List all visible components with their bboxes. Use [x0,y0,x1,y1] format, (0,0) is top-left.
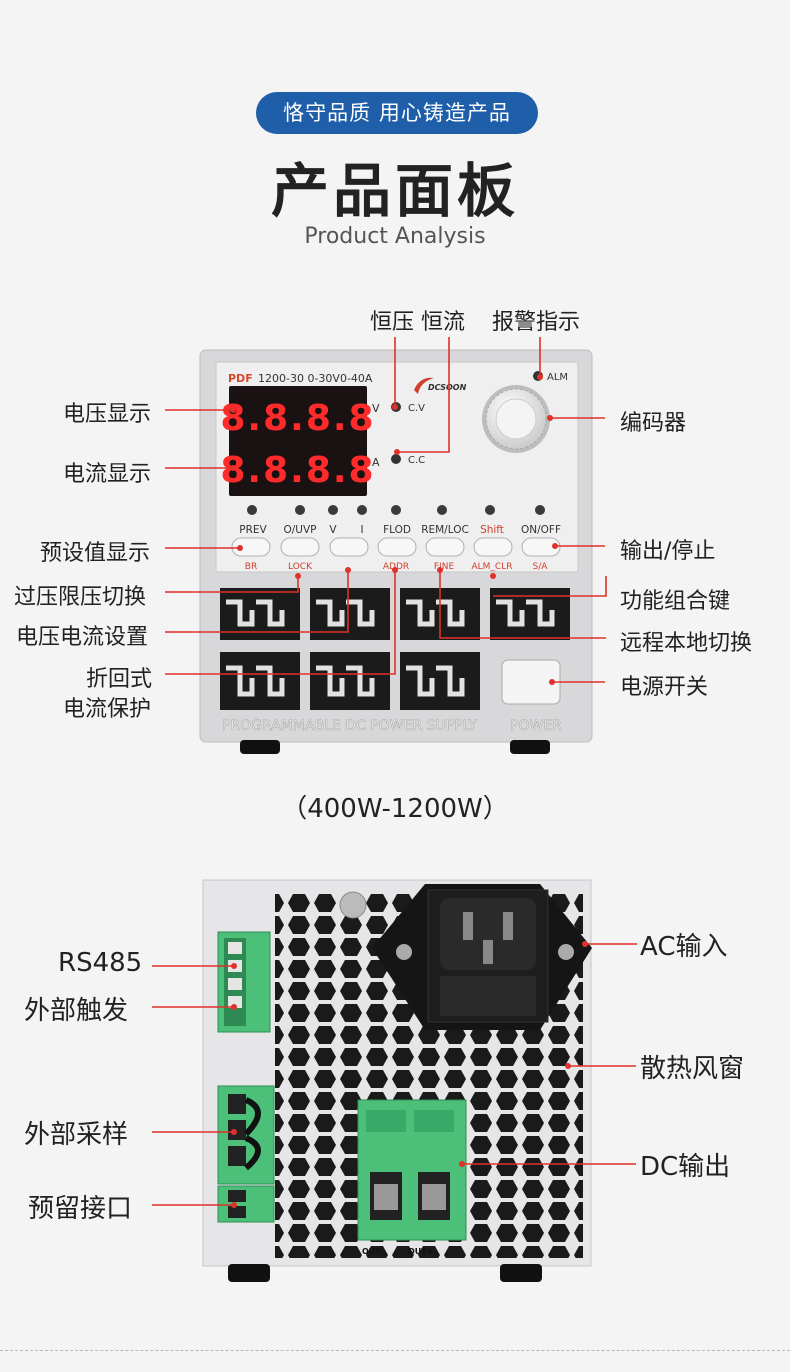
ground-screw-icon [339,891,367,919]
callout-current-display: 电流显示 [63,462,152,487]
btn-sub-br: BR [245,562,257,572]
ouvp-button[interactable] [280,537,320,557]
callout-vent: 散热风窗 [640,1054,745,1084]
btn-sub-addr: ADDR [383,562,409,572]
callout-preset: 预设值显示 [40,541,151,566]
unit-a-label: A [372,456,380,469]
unit-v-label: V [372,402,380,415]
cc-label: C.C [408,455,425,466]
callout-output: 输出/停止 [620,539,716,564]
btn-label-ouvp: O/UVP [283,524,316,536]
callout-dc-output: DC输出 [640,1152,731,1182]
out-plus-label: OUT+ [408,1247,433,1256]
out-minus-label: OUT- [362,1247,383,1256]
shift-button[interactable] [473,537,513,557]
front-vent-grille [220,588,570,710]
rear-foot-right [500,1264,542,1282]
page-title: 产品面板 [270,157,519,225]
flod-button[interactable] [377,537,417,557]
btn-label-prev: PREV [239,524,267,536]
maker-label: DCSOON [428,383,467,392]
brand-logo: PDF [228,372,253,385]
btn-sub-fine: FINE [434,562,455,572]
remloc-button[interactable] [425,537,465,557]
ac-inlet-icon [372,884,592,1030]
callout-encoder: 编码器 [620,411,687,436]
btn-label-v: V [329,524,337,536]
programmable-footer-text: PROGRAMMABLE DC POWER SUPPLY [222,718,478,734]
callout-power: 电源开关 [620,675,709,700]
btn-label-remloc: REM/LOC [421,524,469,536]
vi-button[interactable] [329,537,369,557]
front-foot-right [510,740,550,754]
cc-led [391,454,401,464]
alm-label: ALM [547,372,568,383]
callout-trigger: 外部触发 [24,996,129,1026]
onoff-button[interactable] [521,537,561,557]
btn-label-flod: FLOD [383,524,411,536]
dc-output-terminal-icon: OUT- OUT+ [357,1099,467,1256]
btn-sub-almclr: ALM_CLR [472,562,513,572]
front-foot-left [240,740,280,754]
prev-button[interactable] [231,537,271,557]
footer-divider [0,1350,790,1351]
power-label: POWER [510,718,562,734]
btn-label-onoff: ON/OFF [521,524,561,536]
slogan-badge: 恪守品质 用心铸造产品 [256,92,538,134]
callout-voltage-display: 电压显示 [63,402,152,427]
callout-cv-cc: 恒压 恒流 [370,310,465,335]
callout-combo: 功能组合键 [620,589,731,614]
model-label: 1200-30 0-30V0-40A [258,372,373,385]
capacity-range: （400W-1200W） [281,794,509,824]
rear-foot-left [228,1264,270,1282]
led-display-window [229,386,367,496]
callout-sampling: 外部采样 [24,1120,129,1150]
encoder-knob-icon [482,385,550,453]
callout-ac-input: AC输入 [640,932,728,962]
callout-rs485: RS485 [58,948,143,978]
current-display-digits: 8.8.8.8 [220,450,375,491]
indicator-led-row [247,505,545,515]
btn-label-i: I [360,524,363,536]
btn-sub-lock: LOCK [288,562,313,572]
rs485-terminal-icon [217,931,271,1033]
callout-foldback-1: 折回式 [86,667,153,692]
cv-label: C.V [408,403,425,414]
sampling-terminal-icon [217,1085,275,1185]
callout-alarm: 报警指示 [492,310,581,335]
voltage-display-digits: 8.8.8.8 [220,398,375,439]
callout-reserved: 预留接口 [28,1194,133,1224]
dcsoon-logo-icon: DCSOON [414,377,467,394]
callout-set-vi: 电压电流设置 [16,625,149,650]
reserved-terminal-icon [217,1185,275,1223]
page-subtitle: Product Analysis [304,224,486,249]
callout-foldback-2: 电流保护 [63,697,152,722]
btn-label-shift: Shift [480,524,504,536]
callout-ovp: 过压限压切换 [14,585,147,610]
front-panel-diagram: PDF 1200-30 0-30V0-40A DCSOON 8.8.8.8 8.… [165,337,607,754]
rear-panel-diagram: OUT- OUT+ [152,879,637,1282]
btn-sub-sa: S/A [533,562,549,572]
callout-remote: 远程本地切换 [620,631,753,656]
